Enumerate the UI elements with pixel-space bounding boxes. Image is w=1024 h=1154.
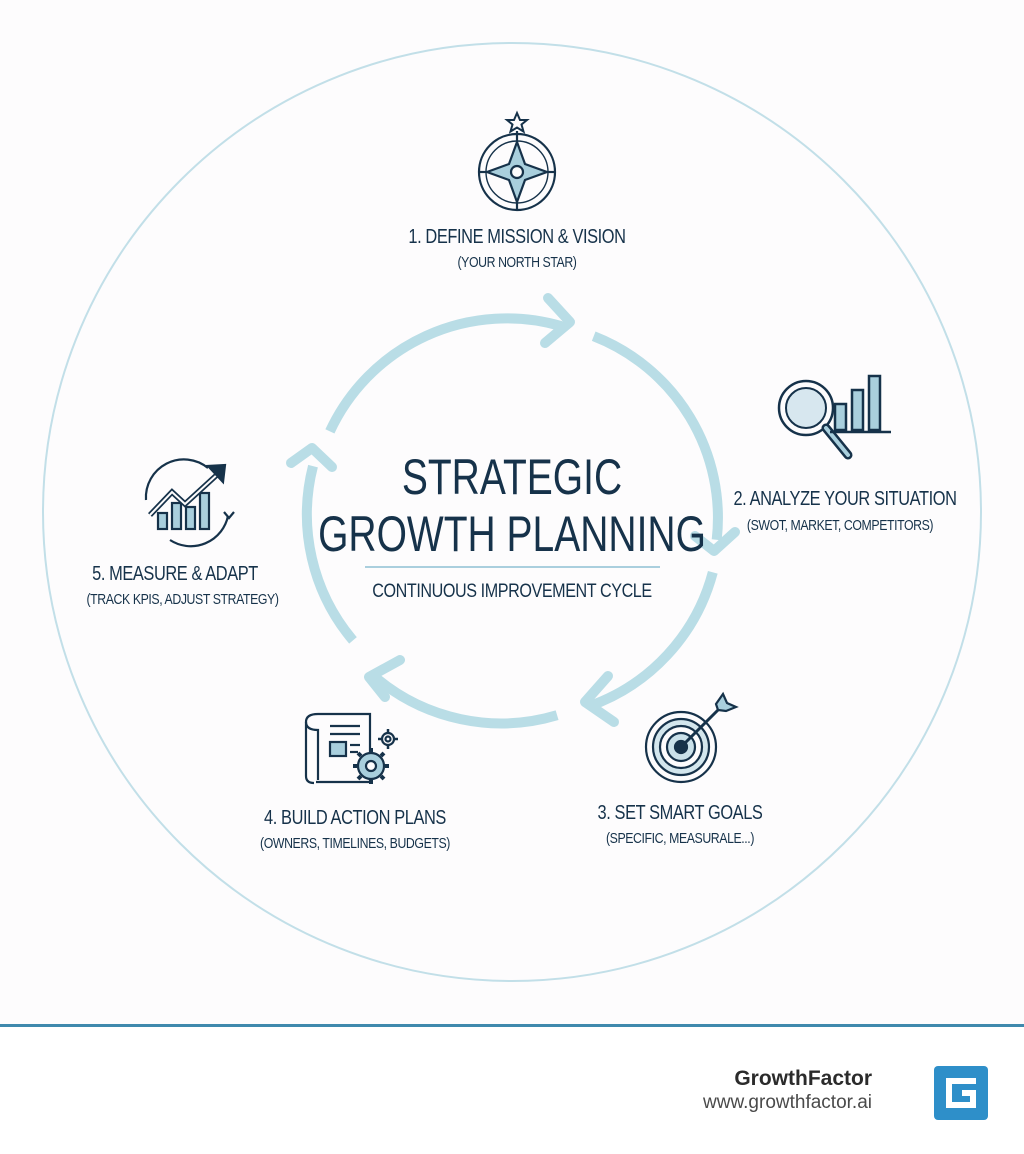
title-subtitle: CONTINUOUS IMPROVEMENT CYCLE [372,581,652,602]
arrowhead-4 [364,655,405,702]
diagram-graphics [42,42,982,982]
step-3-subtitle: (SPECIFIC, MEASURALE...) [605,830,755,847]
cycle-arrowheads [286,293,740,727]
growthfactor-logo-icon [934,1066,988,1120]
title-line-1: STRATEGIC [401,449,623,505]
step-1-title: 1. DEFINE MISSION & VISION [408,226,626,248]
magnifier-chart-icon [777,374,891,460]
footer [0,1027,1024,1154]
cycle-arrow-1 [325,313,563,434]
diagram-canvas: STRATEGIC GROWTH PLANNING CONTINUOUS IMP… [42,42,982,982]
step-2-title: 2. ANALYZE YOUR SITUATION [733,488,957,510]
step-5-title: 5. MEASURE & ADAPT [92,563,258,585]
target-icon [644,691,739,784]
arrowhead-3 [580,671,619,727]
compass-icon [477,110,557,212]
cycle-arrow-4 [370,672,559,729]
arrowhead-2 [690,527,740,556]
growth-chart-icon [144,458,235,548]
cycle-arrow-2 [591,331,723,541]
title-line-2: GROWTH PLANNING [318,506,706,562]
outer-ring [42,42,982,982]
step-3-title: 3. SET SMART GOALS [597,802,763,824]
cycle-arrows [301,313,723,729]
cycle-arrow-5 [301,464,357,644]
scroll-gears-icon [304,712,398,785]
brand-name: GrowthFactor [734,1067,872,1090]
footer-divider [0,1024,1024,1027]
brand-url[interactable]: www.growthfactor.ai [703,1092,872,1113]
step-2-subtitle: (SWOT, MARKET, COMPETITORS) [746,517,934,534]
step-4-title: 4. BUILD ACTION PLANS [264,807,446,829]
step-4-subtitle: (OWNERS, TIMELINES, BUDGETS) [260,835,450,852]
arrowhead-5 [286,443,337,472]
arrowhead-1 [540,293,575,348]
cycle-arrow-3 [586,571,718,712]
step-5-subtitle: (TRACK KPIS, ADJUST STRATEGY) [86,591,279,608]
step-1-subtitle: (YOUR NORTH STAR) [457,254,577,271]
